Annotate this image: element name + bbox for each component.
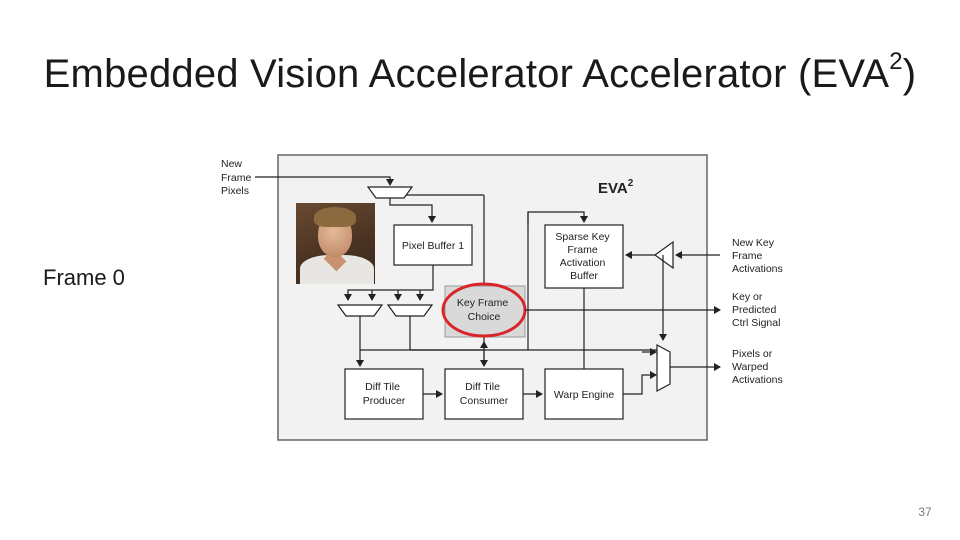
activation-input-buffer (653, 240, 674, 270)
slide-title-superscript: 2 (889, 48, 903, 75)
warp-to-out-mux (623, 371, 657, 395)
key-frame-choice-label: Key Frame Choice (457, 297, 511, 323)
sparse-buffer-block (544, 224, 624, 289)
diff-tile-producer-block (344, 368, 424, 420)
warp-engine-block (544, 368, 624, 420)
diff-tile-producer-label: Diff Tile Producer (363, 381, 406, 407)
diff-mux-left (336, 304, 384, 317)
slide-title-text: Embedded Vision Accelerator Accelerator … (43, 52, 890, 96)
pixel-buffer-block (393, 224, 473, 266)
frame-label: Frame 0 (43, 265, 125, 290)
photo-hair (314, 207, 356, 227)
pixel-buffer-label: Pixel Buffer 1 (402, 240, 464, 252)
input-mux (366, 186, 414, 199)
page-number: 37 (918, 505, 932, 519)
output-key-or-predicted-ctrl: Key or Predicted Ctrl Signal (732, 291, 780, 329)
diff-tile-consumer-block (444, 368, 524, 420)
slide-title-close: ) (902, 52, 917, 96)
diff-mux-right (386, 304, 434, 317)
frame-photo (296, 203, 375, 284)
output-pixels-or-warped-activations: Pixels or Warped Activations (732, 348, 783, 386)
output-new-key-frame-activations: New Key Frame Activations (732, 237, 783, 275)
pixel-buffer-out (344, 265, 434, 301)
mux-to-pixel-buffer (389, 198, 436, 223)
output-mux (656, 343, 671, 393)
eva2-block-title-sup: 2 (628, 178, 634, 189)
eva2-block-title: EVA2 (598, 178, 634, 197)
slide-title: Embedded Vision Accelerator Accelerator … (0, 50, 960, 97)
sparse-buffer-label: Sparse Key Frame Activation Buffer (555, 231, 612, 282)
input-arrow (255, 176, 394, 186)
input-new-frame-pixels: New Frame Pixels (221, 158, 254, 197)
warp-engine-label: Warp Engine (554, 389, 614, 401)
diff-tile-consumer-label: Diff Tile Consumer (460, 381, 509, 407)
